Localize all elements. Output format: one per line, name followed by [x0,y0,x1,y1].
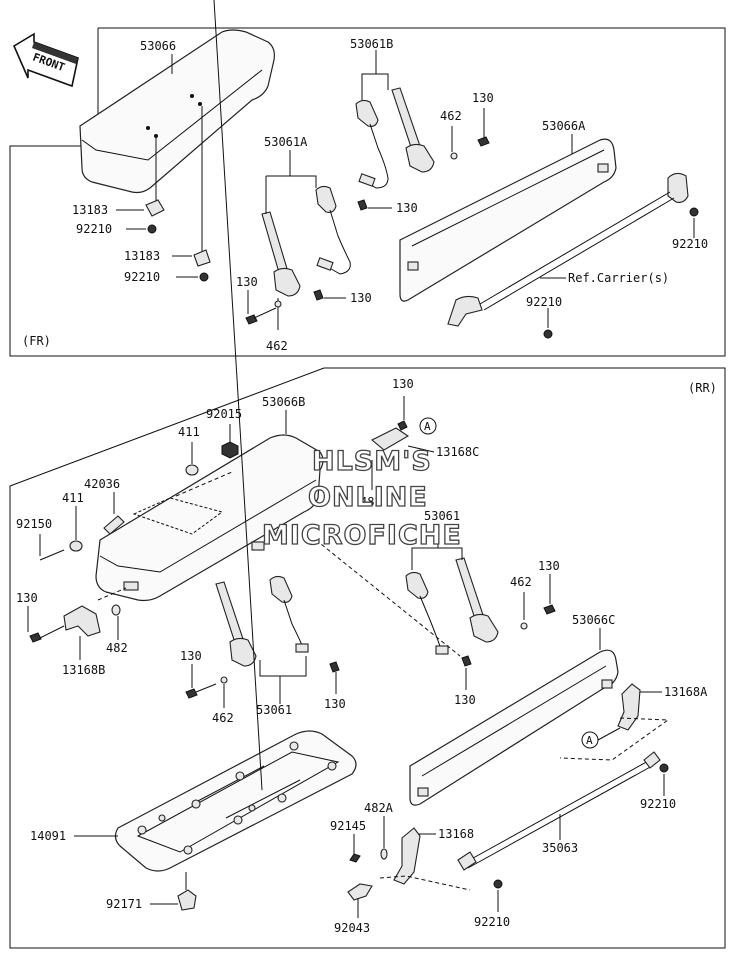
label-130-c: 130 [472,91,494,105]
seat-belt-53061B [355,87,435,189]
label-92210-a: 92210 [76,222,112,236]
label-13183-a: 13183 [72,203,108,217]
label-42036: 42036 [84,477,120,491]
seat-belt-53061-left [215,575,309,667]
label-130-top: 130 [392,377,414,391]
front-panel-frame [9,27,726,357]
label-130-a: 130 [236,275,258,289]
label-92210-c: 92210 [672,237,708,251]
label-13168: 13168 [438,827,474,841]
label-411-a: 411 [178,425,200,439]
label-92210-b: 92210 [124,270,160,284]
label-53061A: 53061A [264,135,308,149]
label-ref-carrier: Ref.Carrier(s) [568,271,669,285]
label-482-b: 482 [106,641,128,655]
label-130-b: 130 [350,291,372,305]
label-92043: 92043 [334,921,370,935]
bracket-13168 [380,827,421,885]
carrier-rod-35063 [457,751,661,871]
watermark-line-2: ONLINE [308,482,428,513]
label-130-d: 130 [396,201,418,215]
label-462-a: 462 [266,339,288,353]
label-130-a-rr: 130 [16,591,38,605]
label-462-a-rr: 462 [212,711,234,725]
label-53061-b: 53061 [256,703,292,717]
label-35063: 35063 [542,841,578,855]
front-arrow-icon: FRONT [12,32,79,88]
watermark-line-3: MICROFICHE [262,520,462,551]
carrier-rods [447,172,689,327]
label-13168C: 13168C [436,445,479,459]
seat-cushion-53066 [79,29,275,194]
seat-cushion-53066B [95,434,324,602]
label-92171: 92171 [106,897,142,911]
rear-panel-frame [9,367,726,949]
label-130-e-rr: 130 [454,693,476,707]
label-13168B: 13168B [62,663,105,677]
label-53066B: 53066B [262,395,305,409]
backrest-53066C [409,649,619,806]
label-92210-b-rr: 92210 [474,915,510,929]
bracket-13168C [371,420,410,451]
label-13168A: 13168A [664,685,708,699]
label-13183-b: 13183 [124,249,160,263]
label-482-top: 482 [360,495,382,509]
watermark: HLSM'S ONLINE MICROFICHE [261,445,462,551]
watermark-line-1: HLSM'S [312,446,432,477]
label-130-c-rr: 130 [324,697,346,711]
label-411-b: 411 [62,491,84,505]
label-53061-a: 53061 [424,509,460,523]
label-53061B: 53061B [350,37,393,51]
label-92015: 92015 [206,407,242,421]
callout-a-top [419,417,437,435]
bracket-13168B [29,604,121,643]
label-462-b-rr: 462 [510,575,532,589]
label-53066C: 53066C [572,613,615,627]
bracket-13168A [617,683,641,731]
floor-tray-14091 [114,0,357,872]
label-53066: 53066 [140,39,176,53]
callout-a-bottom-label: A [586,734,593,747]
front-section-tag: (FR) [22,334,51,348]
label-92210-d: 92210 [526,295,562,309]
label-92145: 92145 [330,819,366,833]
backrest-53066A [399,138,617,302]
callout-a-top-label: A [424,420,431,433]
label-462-b: 462 [440,109,462,123]
label-130-d-rr: 130 [538,559,560,573]
label-14091: 14091 [30,829,66,843]
seat-belt-53061-right [405,557,499,655]
label-92210-a-rr: 92210 [640,797,676,811]
rear-section-tag: (RR) [688,381,717,395]
label-130-b-rr: 130 [180,649,202,663]
label-53066A: 53066A [542,119,586,133]
label-482A: 482A [364,801,394,815]
seat-belt-53061A [261,185,351,297]
label-92150: 92150 [16,517,52,531]
